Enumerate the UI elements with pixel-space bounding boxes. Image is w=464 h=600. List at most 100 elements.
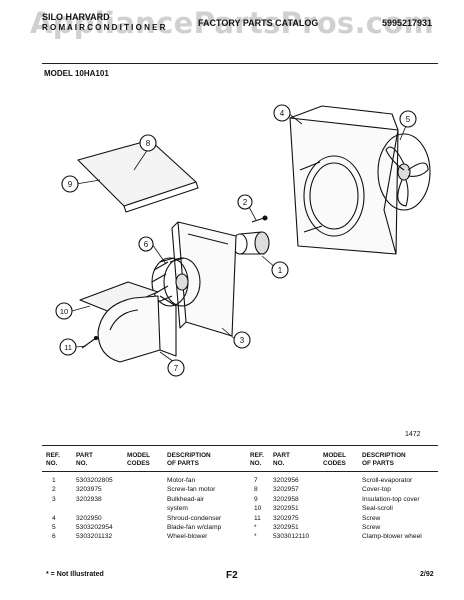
description-cell: Scroll-evaporator xyxy=(362,477,413,484)
table-row: * 5303012110 Clamp-blower wheel xyxy=(0,532,464,541)
header-part-no-right: NO. xyxy=(273,459,285,467)
seal-scroll-part xyxy=(79,281,159,313)
description-cell: Insulation-top cover xyxy=(362,495,420,503)
part-number-cell: 5303201132 xyxy=(76,533,113,541)
part-number-cell: 3202951 xyxy=(273,524,299,531)
callout-10: 10 xyxy=(60,307,68,316)
description-cell: system xyxy=(167,505,188,513)
part-number-cell: 5303202954 xyxy=(76,524,113,531)
catalog-number: 5995217931 xyxy=(382,18,433,28)
part-number-cell: 3202950 xyxy=(76,514,102,522)
revision-date: 2/92 xyxy=(420,571,434,578)
table-row: 4 3202950 Shroud-condenser xyxy=(0,514,464,523)
ref-cell: 7 xyxy=(254,477,258,484)
table-row: 7 3202956 Scroll-evaporator xyxy=(0,476,464,485)
description-cell: Motor-fan xyxy=(167,477,196,484)
part-number-cell: 3202975 xyxy=(273,514,299,522)
description-cell: Blade-fan w/clamp xyxy=(167,524,222,531)
ref-cell: 9 xyxy=(254,495,258,503)
header-model-codes: CODES xyxy=(127,459,150,467)
cover-top-part xyxy=(77,139,197,207)
ref-cell: 5 xyxy=(52,524,56,531)
callout-1: 1 xyxy=(278,266,283,275)
description-cell: Bulkhead-air xyxy=(167,495,205,503)
callout-11: 11 xyxy=(64,343,72,352)
callout-7: 7 xyxy=(174,364,179,373)
callout-3: 3 xyxy=(240,336,245,345)
ref-cell: 1 xyxy=(52,477,56,484)
header-ref-no-right: NO. xyxy=(250,459,262,467)
description-cell: Cover-top xyxy=(362,486,391,494)
table-row: 6 5303201132 Wheel-blower xyxy=(0,532,464,541)
description-cell: Wheel-blower xyxy=(167,533,208,541)
callout-5: 5 xyxy=(406,115,411,124)
callout-9: 9 xyxy=(68,180,73,189)
header-of-parts-right: OF PARTS xyxy=(362,459,394,467)
description-cell: Clamp-blower wheel xyxy=(362,533,422,541)
header-of-parts: OF PARTS xyxy=(167,459,199,467)
table-row: 5 5303202954 Blade-fan w/clamp xyxy=(0,523,464,532)
footnote: * = Not Illustrated xyxy=(46,571,104,578)
table-row: * 3202951 Screw xyxy=(0,523,464,532)
header-ref-no: NO. xyxy=(46,459,58,467)
header-description-right: DESCRIPTION xyxy=(362,452,406,459)
header-model-right: MODEL xyxy=(323,452,347,459)
scroll-evaporator-part xyxy=(97,295,161,363)
blade-fan-part xyxy=(377,133,431,211)
table-row: 10 3202951 Seal-scroll xyxy=(0,504,464,513)
callout-2: 2 xyxy=(243,198,248,207)
description-cell: Screw xyxy=(362,524,381,531)
header-ref: REF. xyxy=(46,452,60,459)
wheel-blower-part xyxy=(151,257,201,307)
table-row: 8 3202957 Cover-top xyxy=(0,485,464,494)
description-cell: Screw xyxy=(362,514,381,522)
catalog-title: FACTORY PARTS CATALOG xyxy=(198,18,319,28)
header-model-codes-right: CODES xyxy=(323,459,346,467)
header-ref-right: REF. xyxy=(250,452,264,459)
exploded-parts-diagram: 8 9 4 5 2 1 6 3 10 11 7 xyxy=(55,104,431,377)
model-label: MODEL 10HA101 xyxy=(44,69,109,78)
header-part-right: PART xyxy=(273,452,290,459)
callout-8: 8 xyxy=(146,139,151,148)
part-number-cell: 3202958 xyxy=(273,495,299,503)
part-number-cell: 3202938 xyxy=(76,495,102,503)
ref-cell: * xyxy=(254,524,257,531)
ref-cell: * xyxy=(254,533,257,541)
table-row: 2 3203975 Screw-fan motor xyxy=(0,485,464,494)
ref-cell: 8 xyxy=(254,486,258,494)
ref-cell: 4 xyxy=(52,514,56,522)
part-number-cell: 3202951 xyxy=(273,505,299,513)
ref-cell: 11 xyxy=(254,514,261,522)
table-header-rule xyxy=(42,471,438,472)
header-part-no: NO. xyxy=(76,459,88,467)
table-row: 3 3202938 Bulkhead-air xyxy=(0,495,464,504)
screw-fan-motor-part xyxy=(251,217,265,223)
part-number-cell: 5303012110 xyxy=(273,533,310,541)
table-row: system xyxy=(0,504,464,513)
header-model: MODEL xyxy=(127,452,151,459)
ref-cell: 3 xyxy=(52,495,56,503)
table-row: 9 3202958 Insulation-top cover xyxy=(0,495,464,504)
part-number-cell: 5303202805 xyxy=(76,477,113,484)
brand-line-1: SILO HARVARD xyxy=(42,12,110,22)
description-cell: Screw-fan motor xyxy=(167,486,216,494)
table-top-rule xyxy=(42,445,438,447)
brand-line-2: R O M A I R C O N D I T I O N E R xyxy=(42,23,166,32)
ref-cell: 2 xyxy=(52,486,56,494)
page-number: F2 xyxy=(226,570,238,581)
description-cell: Shroud-condenser xyxy=(167,514,222,522)
callout-6: 6 xyxy=(144,240,149,249)
header-description: DESCRIPTION xyxy=(167,452,211,459)
watermark: AppliancePartsPros.com xyxy=(29,6,435,40)
description-cell: Seal-scroll xyxy=(362,505,393,513)
header-part: PART xyxy=(76,452,93,459)
ref-cell: 6 xyxy=(52,533,56,541)
table-row: 1 5303202805 Motor-fan xyxy=(0,476,464,485)
header-rule xyxy=(42,63,438,65)
part-number-cell: 3202956 xyxy=(273,477,299,484)
part-number-cell: 3203975 xyxy=(76,486,102,494)
callout-4: 4 xyxy=(280,109,285,118)
part-number-cell: 3202957 xyxy=(273,486,299,494)
figure-number: 1472 xyxy=(405,431,421,438)
ref-cell: 10 xyxy=(254,505,262,513)
